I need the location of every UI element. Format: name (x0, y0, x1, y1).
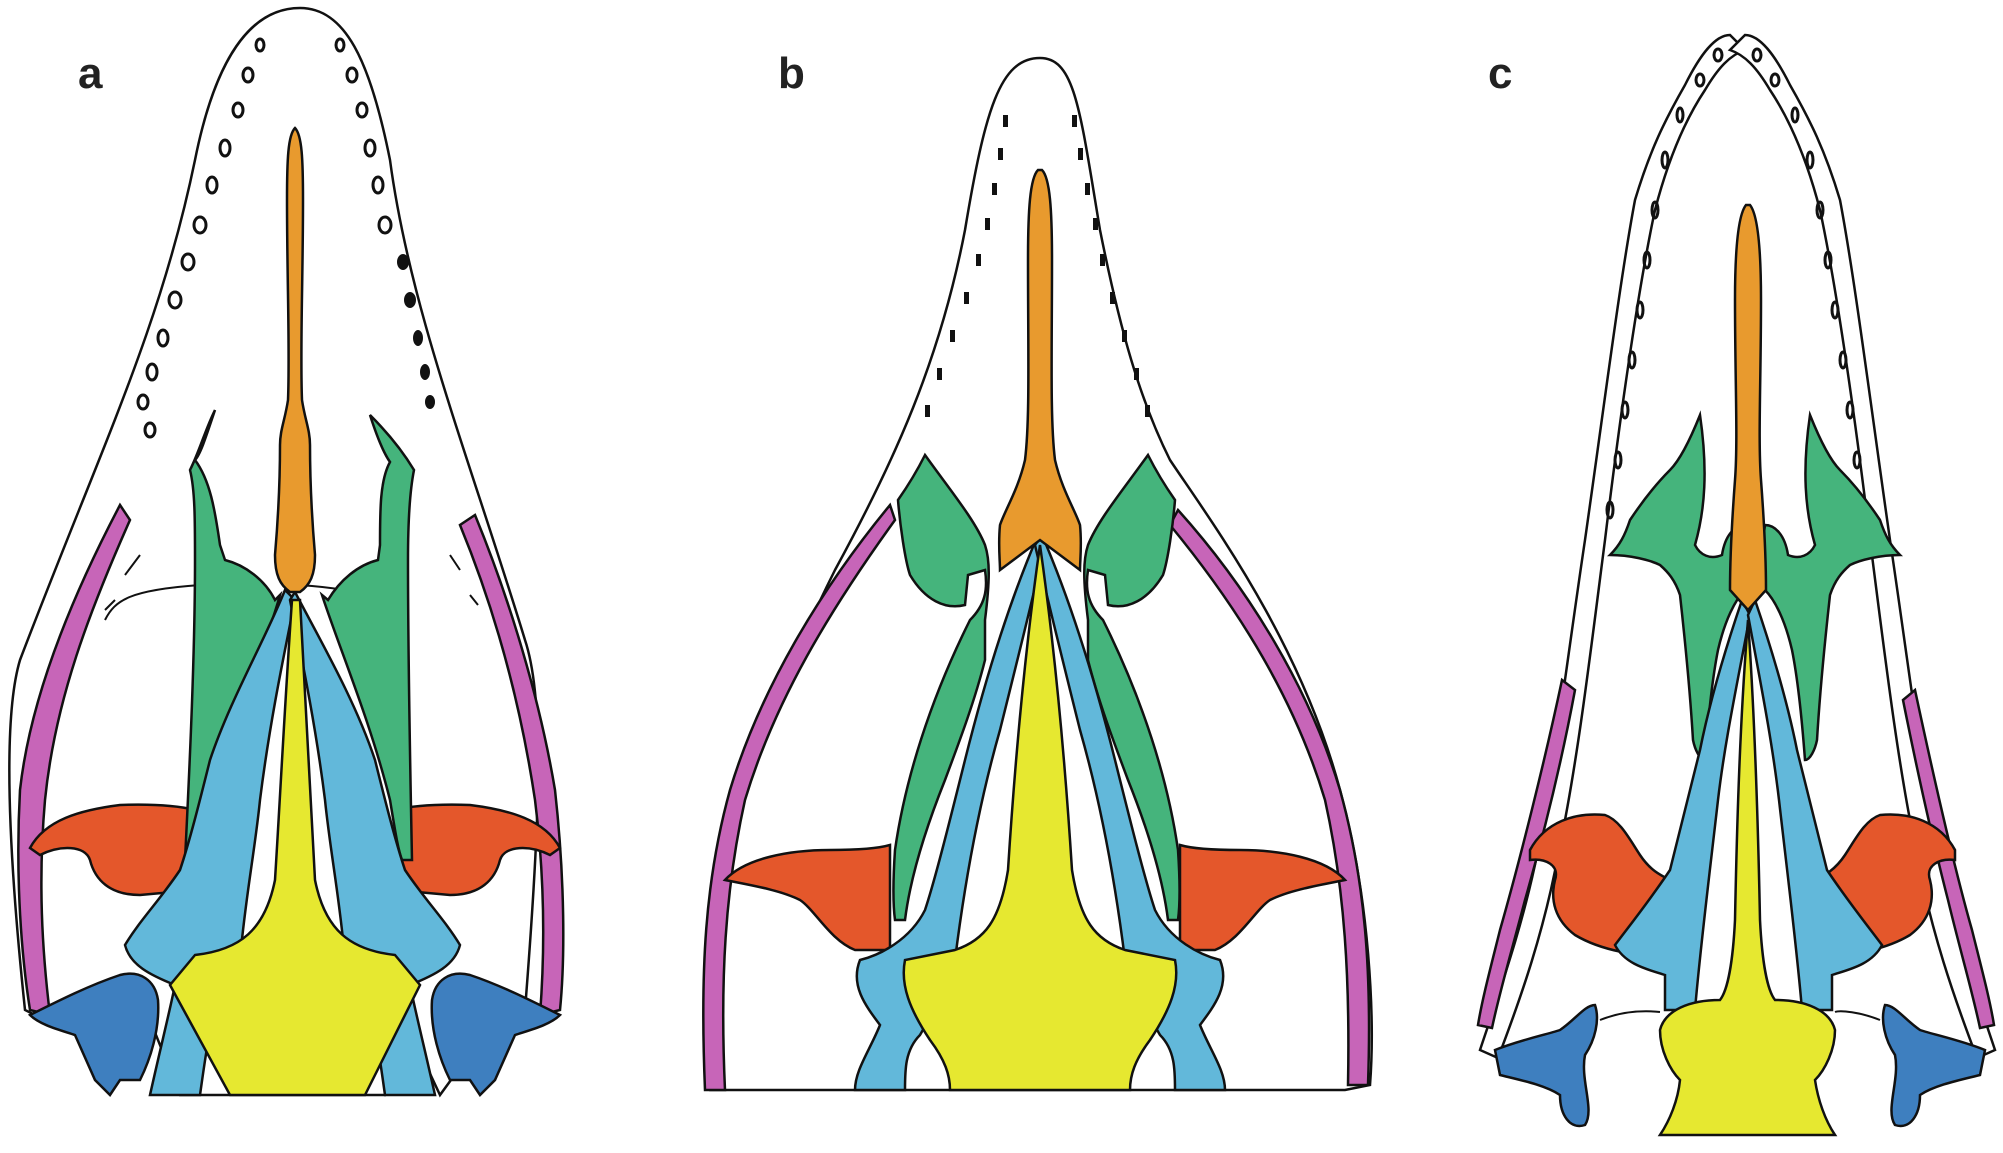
panel-b-parasphenoid (902, 544, 1178, 1092)
panel-b-label: b (778, 49, 805, 98)
panel-b-pterygoid-left (853, 532, 1047, 1092)
panel-c-label: c (1488, 49, 1512, 98)
panel-a-maxilla-line-left (104, 554, 201, 621)
panel-c-palatine-right (1761, 410, 1904, 762)
panel-a-teeth-right (334, 37, 435, 409)
panel-a-teeth-left (136, 37, 266, 439)
panel-b-teeth-left (925, 115, 1008, 417)
panel-a-label: a (78, 49, 103, 98)
panel-a-quadrate-left (27, 972, 160, 1097)
panel-b-quadratojugal-left (702, 502, 897, 1092)
panel-b-pterygoid-right (1033, 532, 1227, 1092)
panel-c: c (1476, 33, 1997, 1137)
panel-c-quadratojugal-left (1476, 677, 1577, 1030)
panel-c-quadrate-link-right (1834, 1010, 1881, 1021)
panel-c-mandible-left (1478, 33, 1748, 1060)
panel-a-palatine-right (319, 414, 416, 862)
panel-c-quadrate-left (1493, 1003, 1599, 1128)
panel-c-parasphenoid (1657, 619, 1838, 1137)
panel-c-pterygoid-right (1746, 596, 1884, 1012)
panel-c-pterygoid-left (1613, 596, 1752, 1012)
panel-b-palatine-left (892, 452, 990, 922)
panel-b-ectopterygoid-left (722, 843, 892, 952)
panel-a-vomer (273, 126, 317, 594)
panel-b: b (702, 49, 1373, 1092)
panel-c-quadrate-right (1881, 1003, 1987, 1128)
panel-b-palatine-right (1083, 452, 1181, 922)
panel-a-quadrate-right (430, 972, 563, 1097)
panel-c-quadrate-link-left (1599, 1010, 1661, 1021)
panel-a-pterygoid-left (123, 587, 297, 1097)
panel-a-parasphenoid (168, 598, 422, 1097)
panel-b-vomer (997, 168, 1083, 573)
panel-b-teeth-right (1072, 115, 1150, 417)
panel-b-quadratojugal-right (1168, 507, 1371, 1087)
panel-c-mandible-right (1727, 33, 1997, 1060)
panel-a-pterygoid-right (288, 589, 462, 1097)
panel-c-vomer (1728, 203, 1768, 612)
panel-c-teeth-left (1605, 47, 1724, 520)
panel-a: a (8, 6, 565, 1098)
